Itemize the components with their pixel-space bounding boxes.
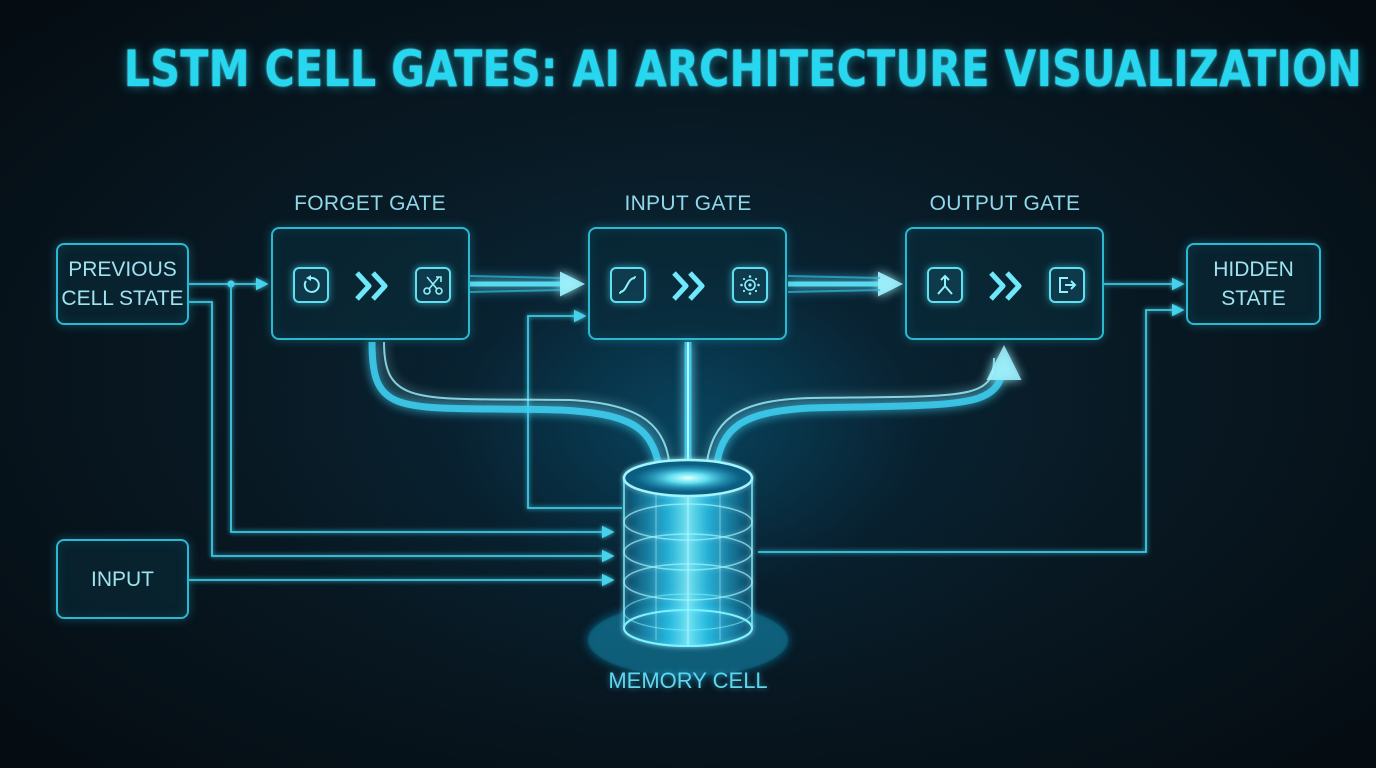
reset-icon	[293, 267, 329, 303]
forget-gate-box[interactable]	[271, 227, 470, 340]
arrow-branch-to-memory	[230, 284, 615, 539]
arrow-memory-to-hidden	[758, 303, 1185, 553]
previous-cell-state-line2: CELL STATE	[61, 287, 184, 310]
memory-cell-label: MEMORY CELL	[608, 668, 768, 693]
output-gate-label: OUTPUT GATE	[929, 192, 1081, 215]
sigmoid-curve-icon	[610, 267, 646, 303]
output-gate-box[interactable]	[905, 227, 1104, 340]
arrow-prev-to-memory	[188, 301, 615, 563]
page-title: LSTM CELL GATES: AI ARCHITECTURE VISUALI…	[123, 40, 1363, 98]
glow-streams	[368, 271, 1022, 471]
input-label: INPUT	[91, 567, 154, 591]
hidden-state-line1: HIDDEN	[1213, 258, 1294, 281]
hidden-state-line2: STATE	[1221, 287, 1286, 310]
network-icon	[732, 267, 768, 303]
exit-icon	[1049, 267, 1085, 303]
merge-arrow-icon	[927, 267, 963, 303]
chevron-right-icon	[355, 271, 388, 301]
connector-lines	[188, 277, 1185, 587]
chevron-right-icon	[989, 271, 1022, 301]
previous-cell-state-box[interactable]: PREVIOUS CELL STATE	[56, 243, 189, 325]
forget-gate-label: FORGET GATE	[294, 192, 446, 215]
previous-cell-state-line1: PREVIOUS	[68, 258, 177, 281]
input-box[interactable]: INPUT	[56, 539, 189, 619]
hidden-state-box[interactable]: HIDDEN STATE	[1186, 243, 1321, 325]
scissors-icon	[415, 267, 451, 303]
input-gate-box[interactable]	[588, 227, 787, 340]
memory-cell-cylinder	[588, 458, 788, 676]
input-gate-label: INPUT GATE	[624, 192, 752, 215]
chevron-right-icon	[672, 271, 705, 301]
